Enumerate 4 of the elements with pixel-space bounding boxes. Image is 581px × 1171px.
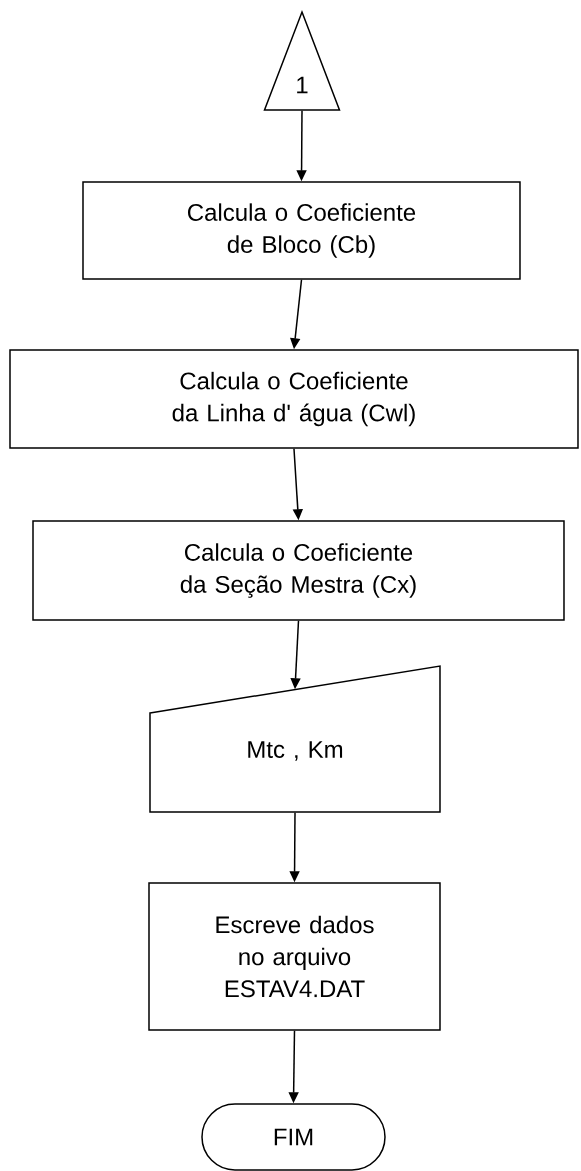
process-box: Escreve dados no arquivo ESTAV4.DAT [148, 882, 441, 1031]
process-box: Calcula o Coeficiente da Linha d' água (Cwl) [9, 349, 579, 449]
process-box: Calcula o Coeficiente da Seção Mestra (Cx) [32, 520, 565, 621]
process-box: Calcula o Coeficiente de Bloco (Cb) [82, 181, 521, 280]
